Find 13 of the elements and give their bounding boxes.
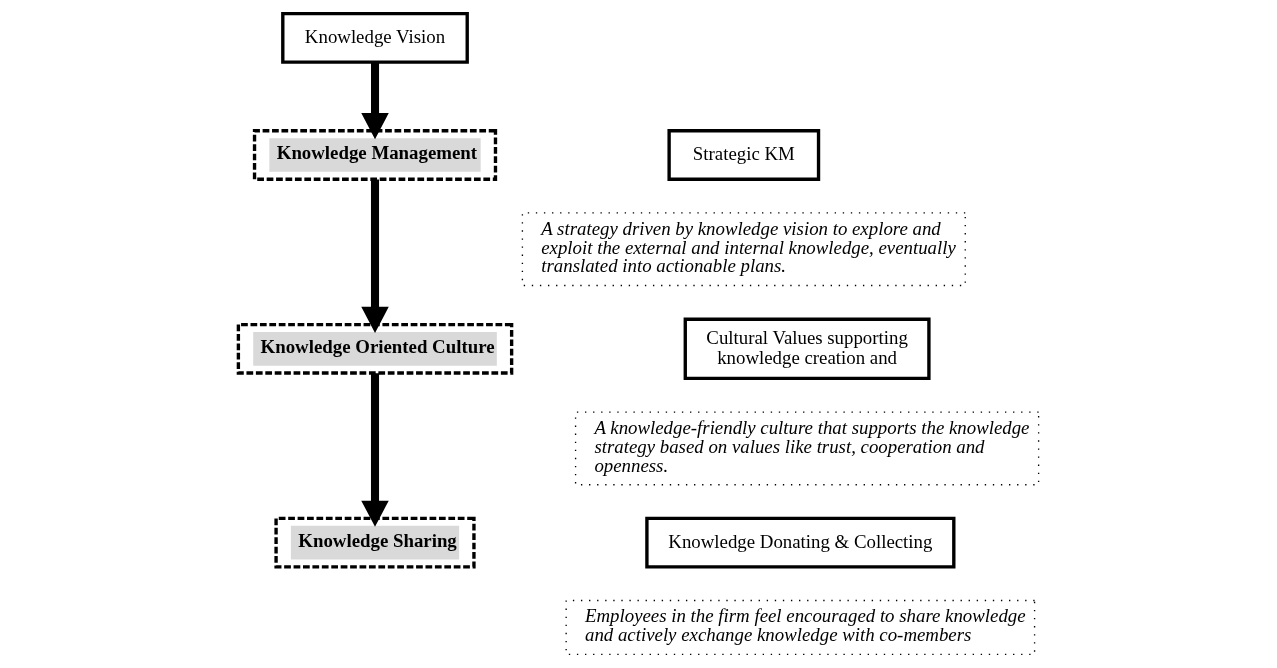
node-box: Knowledge Oriented Culture — [236, 322, 514, 375]
node-box: Strategic KM — [667, 129, 821, 181]
node-box: Cultural Values supporting knowledge creation and — [683, 317, 931, 381]
node-box: A knowledge-friendly culture that supports the knowledge strategy based on values like trust, cooperation and openness. — [574, 411, 1040, 486]
node-box: Knowledge Vision — [281, 11, 469, 64]
node-box: Knowledge Donating & Collecting — [645, 516, 956, 569]
node-box: Employees in the firm feel encouraged to share knowledge and actively exchange knowledge with co-members — [565, 599, 1036, 656]
arrow — [361, 62, 389, 140]
arrow — [361, 179, 389, 333]
arrow — [361, 373, 389, 527]
node-box: A strategy driven by knowledge vision to explore and exploit the external and internal knowledge, eventually translated into actionable plans. — [521, 212, 966, 287]
node-box: Knowledge Management — [252, 129, 498, 181]
node-box: Knowledge Sharing — [274, 516, 476, 569]
